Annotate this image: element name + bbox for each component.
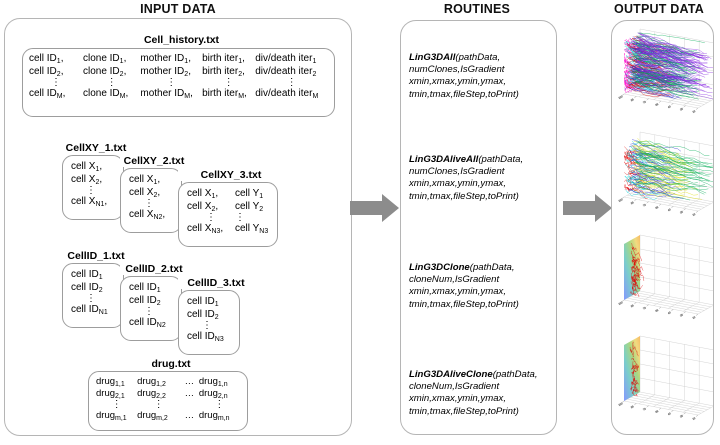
svg-text:85: 85 bbox=[630, 303, 635, 308]
output-plot-alive-single-clone: 100 85 70 55 40 25 10 bbox=[614, 331, 713, 431]
routine-arg-line: xmin,xmax,ymin,ymax, bbox=[409, 286, 507, 298]
svg-text:55: 55 bbox=[655, 409, 660, 414]
svg-text:10: 10 bbox=[692, 212, 697, 217]
column-title-output: OUTPUT DATA bbox=[614, 2, 704, 16]
file-label-cellxy-1: CellXY_1.txt bbox=[62, 142, 130, 154]
svg-text:70: 70 bbox=[642, 406, 647, 411]
svg-text:25: 25 bbox=[679, 413, 684, 418]
routine-arg-line: tmin,tmax,fileStep,toPrint) bbox=[409, 88, 519, 100]
routine-arg-line: tmin,tmax,fileStep,toPrint) bbox=[409, 405, 519, 417]
file-box-cellxy-2: cell X1, cell X2, ⋮ cell XN2, bbox=[120, 168, 182, 233]
svg-text:25: 25 bbox=[679, 312, 684, 317]
arrow-input-to-routines bbox=[350, 193, 400, 228]
file-box-cellid-1: cell ID1 cell ID2 ⋮ cell IDN1 bbox=[62, 263, 124, 328]
svg-text:85: 85 bbox=[630, 200, 635, 205]
routine-arg-line: numClones,IsGradient bbox=[409, 64, 505, 76]
routine-arg-line: xmin,xmax,ymin,ymax, bbox=[409, 393, 507, 405]
file-label-cellxy-3: CellXY_3.txt bbox=[178, 169, 284, 181]
routine-lin-g3d-all[interactable]: LinG3DAll(pathData, numClones,IsGradient… bbox=[409, 52, 551, 101]
file-label-cellid-3: CellID_3.txt bbox=[178, 277, 254, 289]
routine-arg-line: cloneNum,IsGradient bbox=[409, 381, 500, 393]
file-label-drug: drug.txt bbox=[88, 358, 254, 370]
routine-name: LinG3DAliveClone bbox=[409, 369, 493, 380]
file-rows-cellid-2: cell ID1 cell ID2 ⋮ cell IDN2 bbox=[129, 282, 166, 329]
routine-signature: (pathData, bbox=[478, 154, 524, 165]
file-box-cellxy-1: cell X1, cell X2, ⋮ cell XN1, bbox=[62, 155, 124, 220]
file-label-cellid-1: CellID_1.txt bbox=[62, 250, 130, 262]
svg-text:100: 100 bbox=[618, 197, 624, 203]
svg-text:25: 25 bbox=[679, 209, 684, 214]
routine-arg-line: cloneNum,IsGradient bbox=[409, 274, 500, 286]
routine-name: LinG3DAll bbox=[409, 52, 456, 63]
routine-arg-line: xmin,xmax,ymin,ymax, bbox=[409, 178, 507, 190]
routine-arg-line: numClones,IsGradient bbox=[409, 166, 505, 178]
routine-arg-line: tmin,tmax,fileStep,toPrint) bbox=[409, 190, 519, 202]
svg-text:55: 55 bbox=[655, 102, 660, 107]
svg-text:70: 70 bbox=[642, 99, 647, 104]
file-rows-cell-history: cell ID1,clone ID1,mother ID1,birth iter… bbox=[29, 53, 319, 100]
svg-text:70: 70 bbox=[642, 202, 647, 207]
file-rows-cellid-3: cell ID1 cell ID2 ⋮ cell IDN3 bbox=[187, 296, 224, 343]
routine-lin-g3d-alive-all[interactable]: LinG3DAliveAll(pathData, numClones,IsGra… bbox=[409, 154, 551, 203]
file-rows-cellxy-1: cell X1, cell X2, ⋮ cell XN1, bbox=[71, 161, 108, 208]
file-rows-cellid-1: cell ID1 cell ID2 ⋮ cell IDN1 bbox=[71, 269, 108, 316]
file-rows-cellxy-3: cell X1,cell Y1 cell X2,cell Y2 ⋮⋮ cell … bbox=[187, 188, 269, 235]
svg-text:100: 100 bbox=[618, 94, 624, 100]
file-box-cellid-2: cell ID1 cell ID2 ⋮ cell IDN2 bbox=[120, 276, 182, 341]
svg-text:40: 40 bbox=[667, 310, 672, 315]
svg-text:40: 40 bbox=[667, 104, 672, 109]
file-label-cellid-2: CellID_2.txt bbox=[120, 263, 188, 275]
file-box-cellid-3: cell ID1 cell ID2 ⋮ cell IDN3 bbox=[178, 290, 240, 355]
svg-text:85: 85 bbox=[630, 404, 635, 409]
file-label-cellxy-2: CellXY_2.txt bbox=[120, 155, 188, 167]
output-plot-all-clones: 100 85 70 55 40 25 10 bbox=[614, 24, 713, 124]
output-data-panel: 100 85 70 55 40 25 10 100 85 70 55 40 25 10 100 85 70 5… bbox=[611, 20, 714, 435]
routine-name: LinG3DClone bbox=[409, 262, 470, 273]
svg-text:40: 40 bbox=[667, 207, 672, 212]
routine-signature: (pathData, bbox=[455, 52, 501, 63]
svg-text:10: 10 bbox=[692, 315, 697, 320]
file-box-cell-history: cell ID1,clone ID1,mother ID1,birth iter… bbox=[22, 48, 335, 117]
file-rows-cellxy-2: cell X1, cell X2, ⋮ cell XN2, bbox=[129, 174, 166, 221]
routine-lin-g3d-alive-clone[interactable]: LinG3DAliveClone(pathData, cloneNum,IsGr… bbox=[409, 369, 551, 418]
svg-text:100: 100 bbox=[618, 300, 624, 306]
output-plot-alive-all-clones: 100 85 70 55 40 25 10 bbox=[614, 127, 713, 227]
file-box-cellxy-3: cell X1,cell Y1 cell X2,cell Y2 ⋮⋮ cell … bbox=[178, 182, 278, 247]
routine-arg-line: xmin,xmax,ymin,ymax, bbox=[409, 76, 507, 88]
svg-text:55: 55 bbox=[655, 205, 660, 210]
column-title-input: INPUT DATA bbox=[140, 2, 216, 16]
routine-name: LinG3DAliveAll bbox=[409, 154, 479, 165]
svg-text:25: 25 bbox=[679, 106, 684, 111]
column-title-routines: ROUTINES bbox=[443, 2, 511, 16]
routines-panel: LinG3DAll(pathData, numClones,IsGradient… bbox=[400, 20, 557, 435]
svg-text:85: 85 bbox=[630, 97, 635, 102]
svg-text:100: 100 bbox=[618, 401, 624, 407]
svg-text:10: 10 bbox=[692, 416, 697, 421]
svg-text:40: 40 bbox=[667, 411, 672, 416]
routine-signature: (pathData, bbox=[469, 262, 515, 273]
svg-text:10: 10 bbox=[692, 109, 697, 114]
routine-lin-g3d-clone[interactable]: LinG3DClone(pathData, cloneNum,IsGradien… bbox=[409, 262, 551, 311]
routine-arg-line: tmin,tmax,fileStep,toPrint) bbox=[409, 298, 519, 310]
svg-text:55: 55 bbox=[655, 308, 660, 313]
routine-signature: (pathData, bbox=[492, 369, 538, 380]
svg-text:70: 70 bbox=[642, 305, 647, 310]
arrow-routines-to-output bbox=[563, 193, 613, 228]
output-plot-single-clone: 100 85 70 55 40 25 10 bbox=[614, 230, 713, 330]
file-label-cell-history: Cell_history.txt bbox=[22, 34, 341, 46]
